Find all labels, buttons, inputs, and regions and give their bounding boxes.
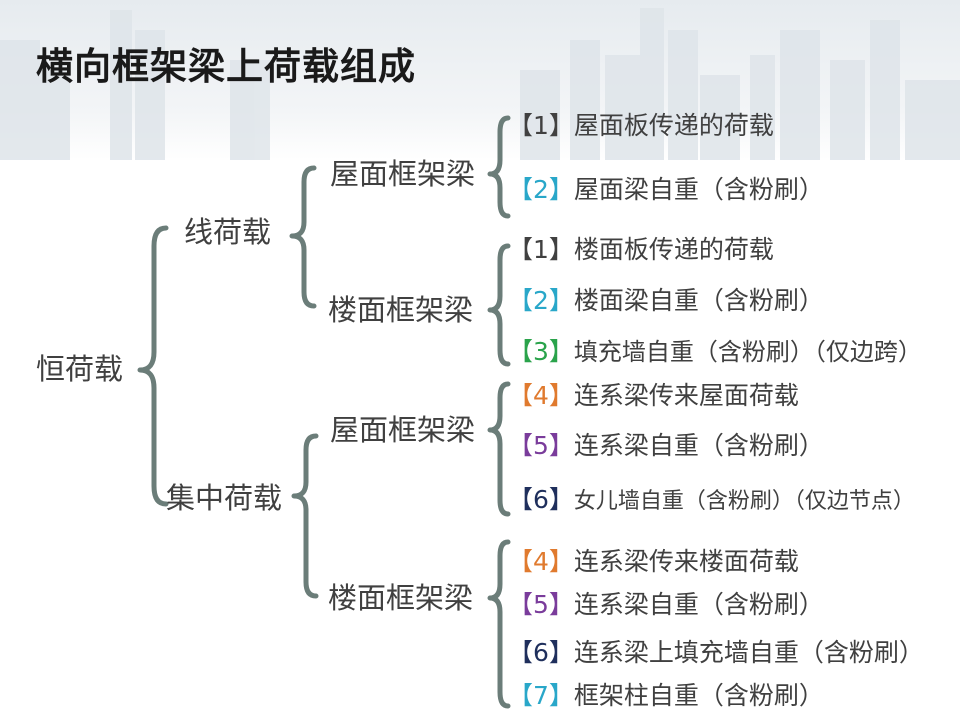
item-number: 【5】	[508, 590, 574, 619]
item-text: 屋面梁自重（含粉刷）	[573, 175, 824, 204]
item-text: 连系梁自重（含粉刷）	[573, 590, 824, 619]
leaf-item: 【2】屋面梁自重（含粉刷）	[508, 177, 824, 202]
line-roof-brace	[487, 115, 511, 219]
concentrated-load-node: 集中荷载	[166, 481, 283, 515]
item-number: 【7】	[508, 681, 574, 710]
item-number: 【2】	[508, 286, 574, 315]
leaf-item: 【6】连系梁上填充墙自重（含粉刷）	[508, 640, 924, 665]
root-node-dead-load: 恒荷载	[36, 352, 124, 386]
item-number: 【2】	[508, 175, 574, 204]
leaf-item: 【6】女儿墙自重（含粉刷）（仅边节点）	[508, 487, 915, 513]
item-number: 【6】	[508, 638, 574, 667]
item-number: 【6】	[508, 485, 574, 514]
item-text: 填充墙自重（含粉刷）（仅边跨）	[573, 338, 922, 366]
item-text: 楼面板传递的荷载	[573, 235, 774, 264]
item-text: 框架柱自重（含粉刷）	[573, 681, 824, 710]
leaf-item: 【1】楼面板传递的荷载	[508, 237, 774, 262]
item-number: 【3】	[508, 337, 574, 366]
item-text: 连系梁传来楼面荷载	[573, 547, 799, 576]
concentrated-load-brace	[291, 433, 319, 599]
leaf-item: 【4】连系梁传来屋面荷载	[508, 383, 799, 408]
item-number: 【5】	[508, 431, 574, 460]
leaf-item: 【4】连系梁传来楼面荷载	[508, 549, 799, 574]
leaf-item: 【2】楼面梁自重（含粉刷）	[508, 288, 824, 313]
item-text: 女儿墙自重（含粉刷）（仅边节点）	[573, 489, 915, 514]
line-floor-beam-node: 楼面框架梁	[328, 293, 474, 327]
conc-floor-brace	[487, 539, 511, 709]
line-load-node: 线荷载	[184, 215, 272, 249]
conc-floor-beam-node: 楼面框架梁	[328, 581, 474, 615]
item-text: 连系梁传来屋面荷载	[573, 381, 799, 410]
leaf-item: 【1】屋面板传递的荷载	[508, 113, 774, 138]
item-text: 楼面梁自重（含粉刷）	[573, 286, 824, 315]
line-roof-beam-node: 屋面框架梁	[330, 157, 476, 191]
item-number: 【1】	[508, 235, 574, 264]
leaf-item: 【5】连系梁自重（含粉刷）	[508, 592, 824, 617]
line-load-brace	[289, 165, 317, 309]
line-floor-brace	[487, 243, 511, 367]
root-brace	[137, 225, 169, 507]
item-number: 【4】	[508, 547, 574, 576]
page-title: 横向框架梁上荷载组成	[36, 45, 416, 88]
leaf-item: 【5】连系梁自重（含粉刷）	[508, 433, 824, 458]
item-text: 屋面板传递的荷载	[573, 111, 774, 140]
leaf-item: 【7】框架柱自重（含粉刷）	[508, 683, 824, 708]
conc-roof-brace	[487, 381, 511, 517]
item-number: 【1】	[508, 111, 574, 140]
item-number: 【4】	[508, 381, 574, 410]
item-text: 连系梁上填充墙自重（含粉刷）	[573, 638, 924, 667]
item-text: 连系梁自重（含粉刷）	[573, 431, 824, 460]
conc-roof-beam-node: 屋面框架梁	[330, 413, 476, 447]
leaf-item: 【3】填充墙自重（含粉刷）（仅边跨）	[508, 339, 922, 364]
